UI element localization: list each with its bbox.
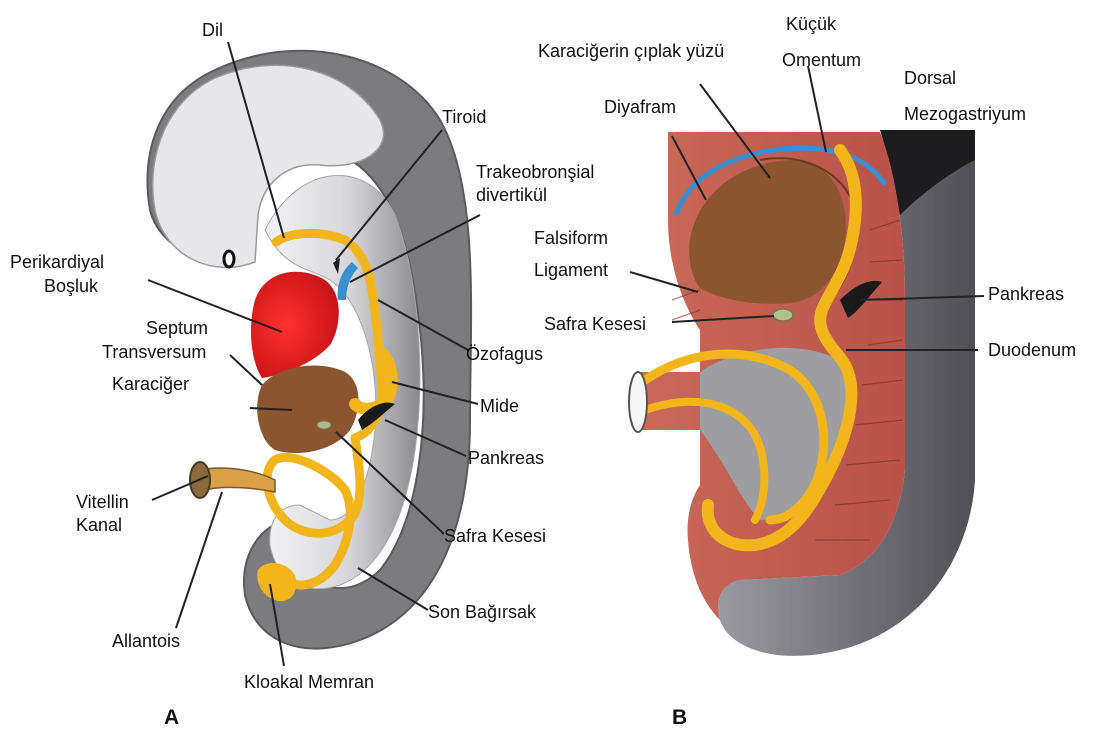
label-allantois: Allantois [112,631,180,651]
label-karaciger: Karaciğer [112,374,189,394]
embryo-eye [224,251,234,267]
gallbladder-a [317,421,331,429]
label-pankreas-b: Pankreas [988,284,1064,304]
panel-letter-a: A [164,706,179,729]
label-mide: Mide [480,396,519,416]
label-pankreas-a: Pankreas [468,448,544,468]
label-duodenum: Duodenum [988,340,1076,360]
label-kucuk: Küçük [786,14,837,34]
label-trakeobronsial: Trakeobronşial [476,162,594,182]
label-omentum: Omentum [782,50,861,70]
label-karaciger-ciplak: Karaciğerin çıplak yüzü [538,41,724,61]
label-bosluk: Boşluk [44,276,99,296]
label-dorsal: Dorsal [904,68,956,88]
label-diyafram: Diyafram [604,97,676,117]
label-transversum: Transversum [102,342,206,362]
label-falsiform: Falsiform [534,228,608,248]
label-safra-kesesi-a: Safra Kesesi [444,526,546,546]
gallbladder-b [773,309,793,321]
label-dil: Dil [202,20,223,40]
label-safra-kesesi-b: Safra Kesesi [544,314,646,334]
label-kanal: Kanal [76,515,122,535]
label-kloakal-memran: Kloakal Memran [244,672,374,692]
label-son-bagirsak: Son Bağırsak [428,602,537,622]
label-perikardiyal: Perikardiyal [10,252,104,272]
panel-letter-b: B [672,706,687,729]
label-mezogastriyum: Mezogastriyum [904,104,1026,124]
label-tiroid: Tiroid [442,107,486,127]
label-septum: Septum [146,318,208,338]
label-vitellin: Vitellin [76,492,129,512]
label-divertikul: divertikül [476,185,547,205]
label-ozofagus: Özofagus [466,344,543,364]
vitelline-opening-b [629,372,647,432]
panel-b-embryo [629,130,975,656]
label-ligament: Ligament [534,260,608,280]
